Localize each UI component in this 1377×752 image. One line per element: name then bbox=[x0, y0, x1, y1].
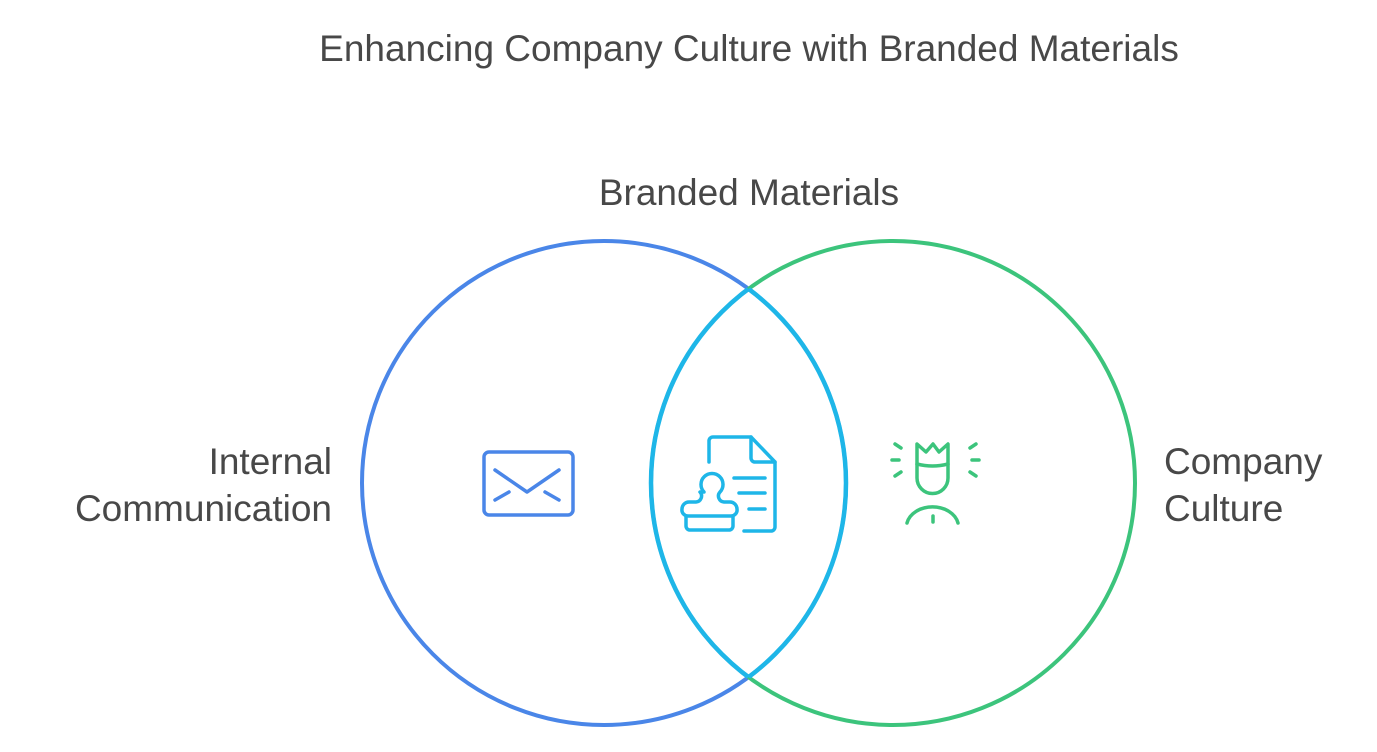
intersection-label: Branded Materials bbox=[598, 172, 900, 213]
intersection-outline bbox=[648, 241, 849, 725]
envelope-icon bbox=[482, 450, 575, 517]
stamped-document-icon bbox=[680, 435, 777, 533]
diagram-title: Enhancing Company Culture with Branded M… bbox=[319, 28, 1179, 69]
right-set-label: Company Culture bbox=[1164, 441, 1323, 529]
left-set-label: Internal Communication bbox=[74, 441, 332, 529]
crowned-person-icon bbox=[890, 442, 981, 525]
